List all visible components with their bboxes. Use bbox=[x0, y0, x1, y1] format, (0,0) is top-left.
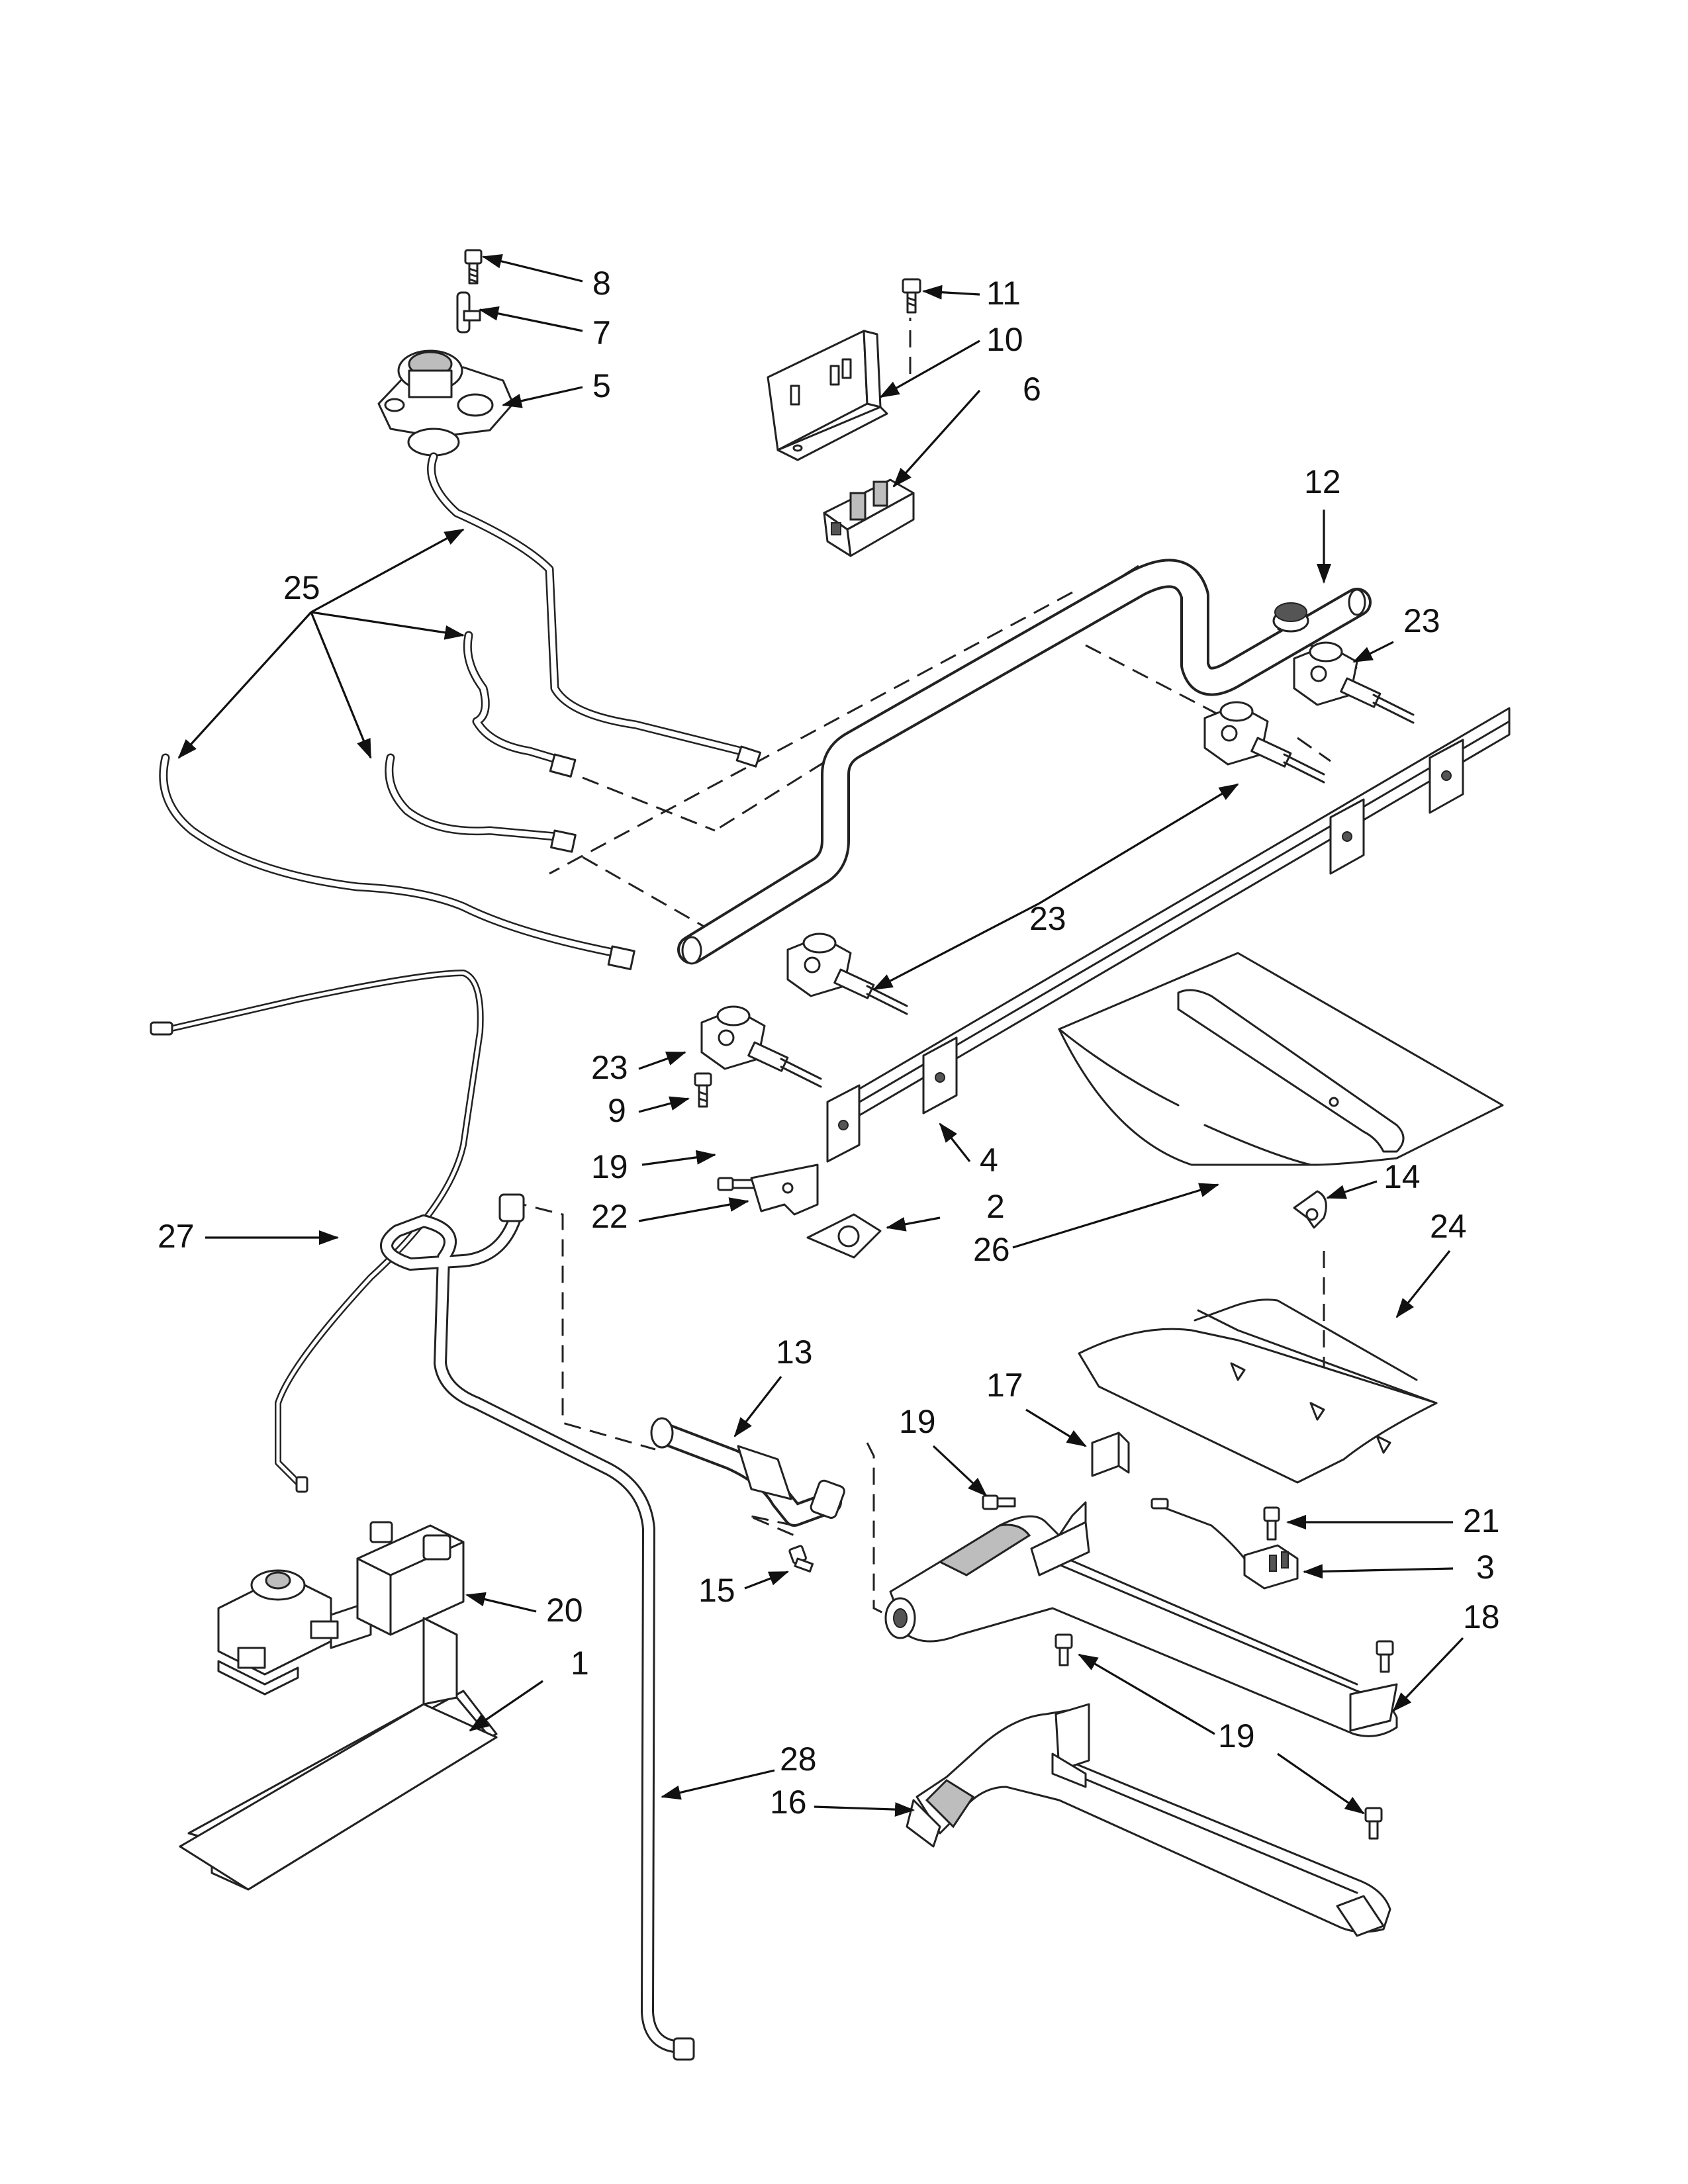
wing-nut-part-14 bbox=[1293, 1190, 1327, 1229]
callout-23-middle: 23 bbox=[1029, 900, 1066, 937]
orifice-part-7 bbox=[456, 291, 481, 334]
bracket-part-17 bbox=[1091, 1432, 1130, 1477]
burner-tube-part-25 bbox=[427, 452, 762, 768]
regulator-part-5 bbox=[377, 349, 514, 457]
burner-part-18 bbox=[884, 1501, 1398, 1737]
callout-labels: 8 7 5 11 10 6 12 23 25 23 23 9 4 19 2 22… bbox=[158, 265, 1500, 1821]
callout-14: 14 bbox=[1383, 1158, 1421, 1195]
callout-23-top: 23 bbox=[1403, 602, 1440, 639]
callout-21: 21 bbox=[1463, 1502, 1500, 1539]
electrode-part-3 bbox=[1150, 1498, 1299, 1590]
callout-11: 11 bbox=[986, 275, 1021, 312]
callout-10: 10 bbox=[986, 321, 1023, 358]
burner-valve-part-23 bbox=[700, 1005, 822, 1088]
callout-26: 26 bbox=[973, 1231, 1010, 1268]
callout-19-lower: 19 bbox=[1218, 1717, 1255, 1754]
burner-valve-part-23 bbox=[1203, 701, 1325, 784]
callout-7: 7 bbox=[592, 314, 611, 351]
burner-valve-part-23 bbox=[786, 933, 908, 1015]
supply-tube-part-28 bbox=[380, 1193, 695, 2061]
callout-23-bottom: 23 bbox=[591, 1049, 628, 1086]
burner-cover-part-24 bbox=[1078, 1298, 1438, 1484]
callout-1: 1 bbox=[571, 1645, 589, 1682]
callout-17: 17 bbox=[986, 1367, 1023, 1404]
callout-4: 4 bbox=[980, 1142, 998, 1179]
screw-part-19 bbox=[982, 1494, 1016, 1510]
callout-25: 25 bbox=[283, 569, 320, 606]
heat-shield-part-26 bbox=[1058, 952, 1504, 1166]
callout-13: 13 bbox=[776, 1334, 813, 1371]
bracket-part-1 bbox=[179, 1617, 498, 1891]
callout-3: 3 bbox=[1476, 1549, 1495, 1586]
manifold-pipe-part-12 bbox=[677, 559, 1372, 965]
elbow-part-13 bbox=[650, 1417, 845, 1527]
leader-lines bbox=[177, 254, 1464, 1817]
gasket-part-2 bbox=[806, 1213, 882, 1259]
callout-16: 16 bbox=[770, 1784, 807, 1821]
callout-22: 22 bbox=[591, 1198, 628, 1235]
callout-19-upper: 19 bbox=[591, 1148, 628, 1185]
burner-tube-part-25 bbox=[463, 631, 577, 778]
callout-12: 12 bbox=[1304, 463, 1341, 500]
callout-27: 27 bbox=[158, 1218, 195, 1255]
screw-part-21 bbox=[1263, 1506, 1280, 1541]
callout-2: 2 bbox=[986, 1188, 1005, 1225]
callout-5: 5 bbox=[592, 367, 611, 404]
callout-15: 15 bbox=[698, 1572, 735, 1609]
callout-20: 20 bbox=[546, 1592, 583, 1629]
callout-28: 28 bbox=[780, 1741, 817, 1778]
burner-part-16 bbox=[906, 1633, 1391, 1937]
screw-part-11 bbox=[902, 278, 921, 314]
screw-part-8 bbox=[464, 249, 483, 285]
gas-valve-part-20 bbox=[217, 1521, 465, 1696]
callout-9: 9 bbox=[608, 1092, 626, 1129]
screw-part-19 bbox=[717, 1177, 757, 1191]
bracket-part-10 bbox=[767, 330, 888, 461]
burner-tube-part-25 bbox=[385, 753, 577, 853]
callout-18: 18 bbox=[1463, 1598, 1500, 1635]
spark-module-part-6 bbox=[823, 478, 915, 557]
callout-8: 8 bbox=[592, 265, 611, 302]
callout-24: 24 bbox=[1430, 1208, 1467, 1245]
screw-part-15 bbox=[788, 1545, 814, 1572]
callout-19-middle: 19 bbox=[899, 1403, 936, 1440]
screw-part-9 bbox=[694, 1072, 712, 1108]
burner-valve-part-23 bbox=[1293, 641, 1415, 724]
callout-6: 6 bbox=[1023, 371, 1041, 408]
plate-part-22 bbox=[750, 1163, 819, 1216]
valve-rail-part-4 bbox=[826, 707, 1511, 1163]
ignitor-tube-part-27 bbox=[150, 970, 484, 1493]
burner-tube-part-25 bbox=[159, 753, 635, 970]
